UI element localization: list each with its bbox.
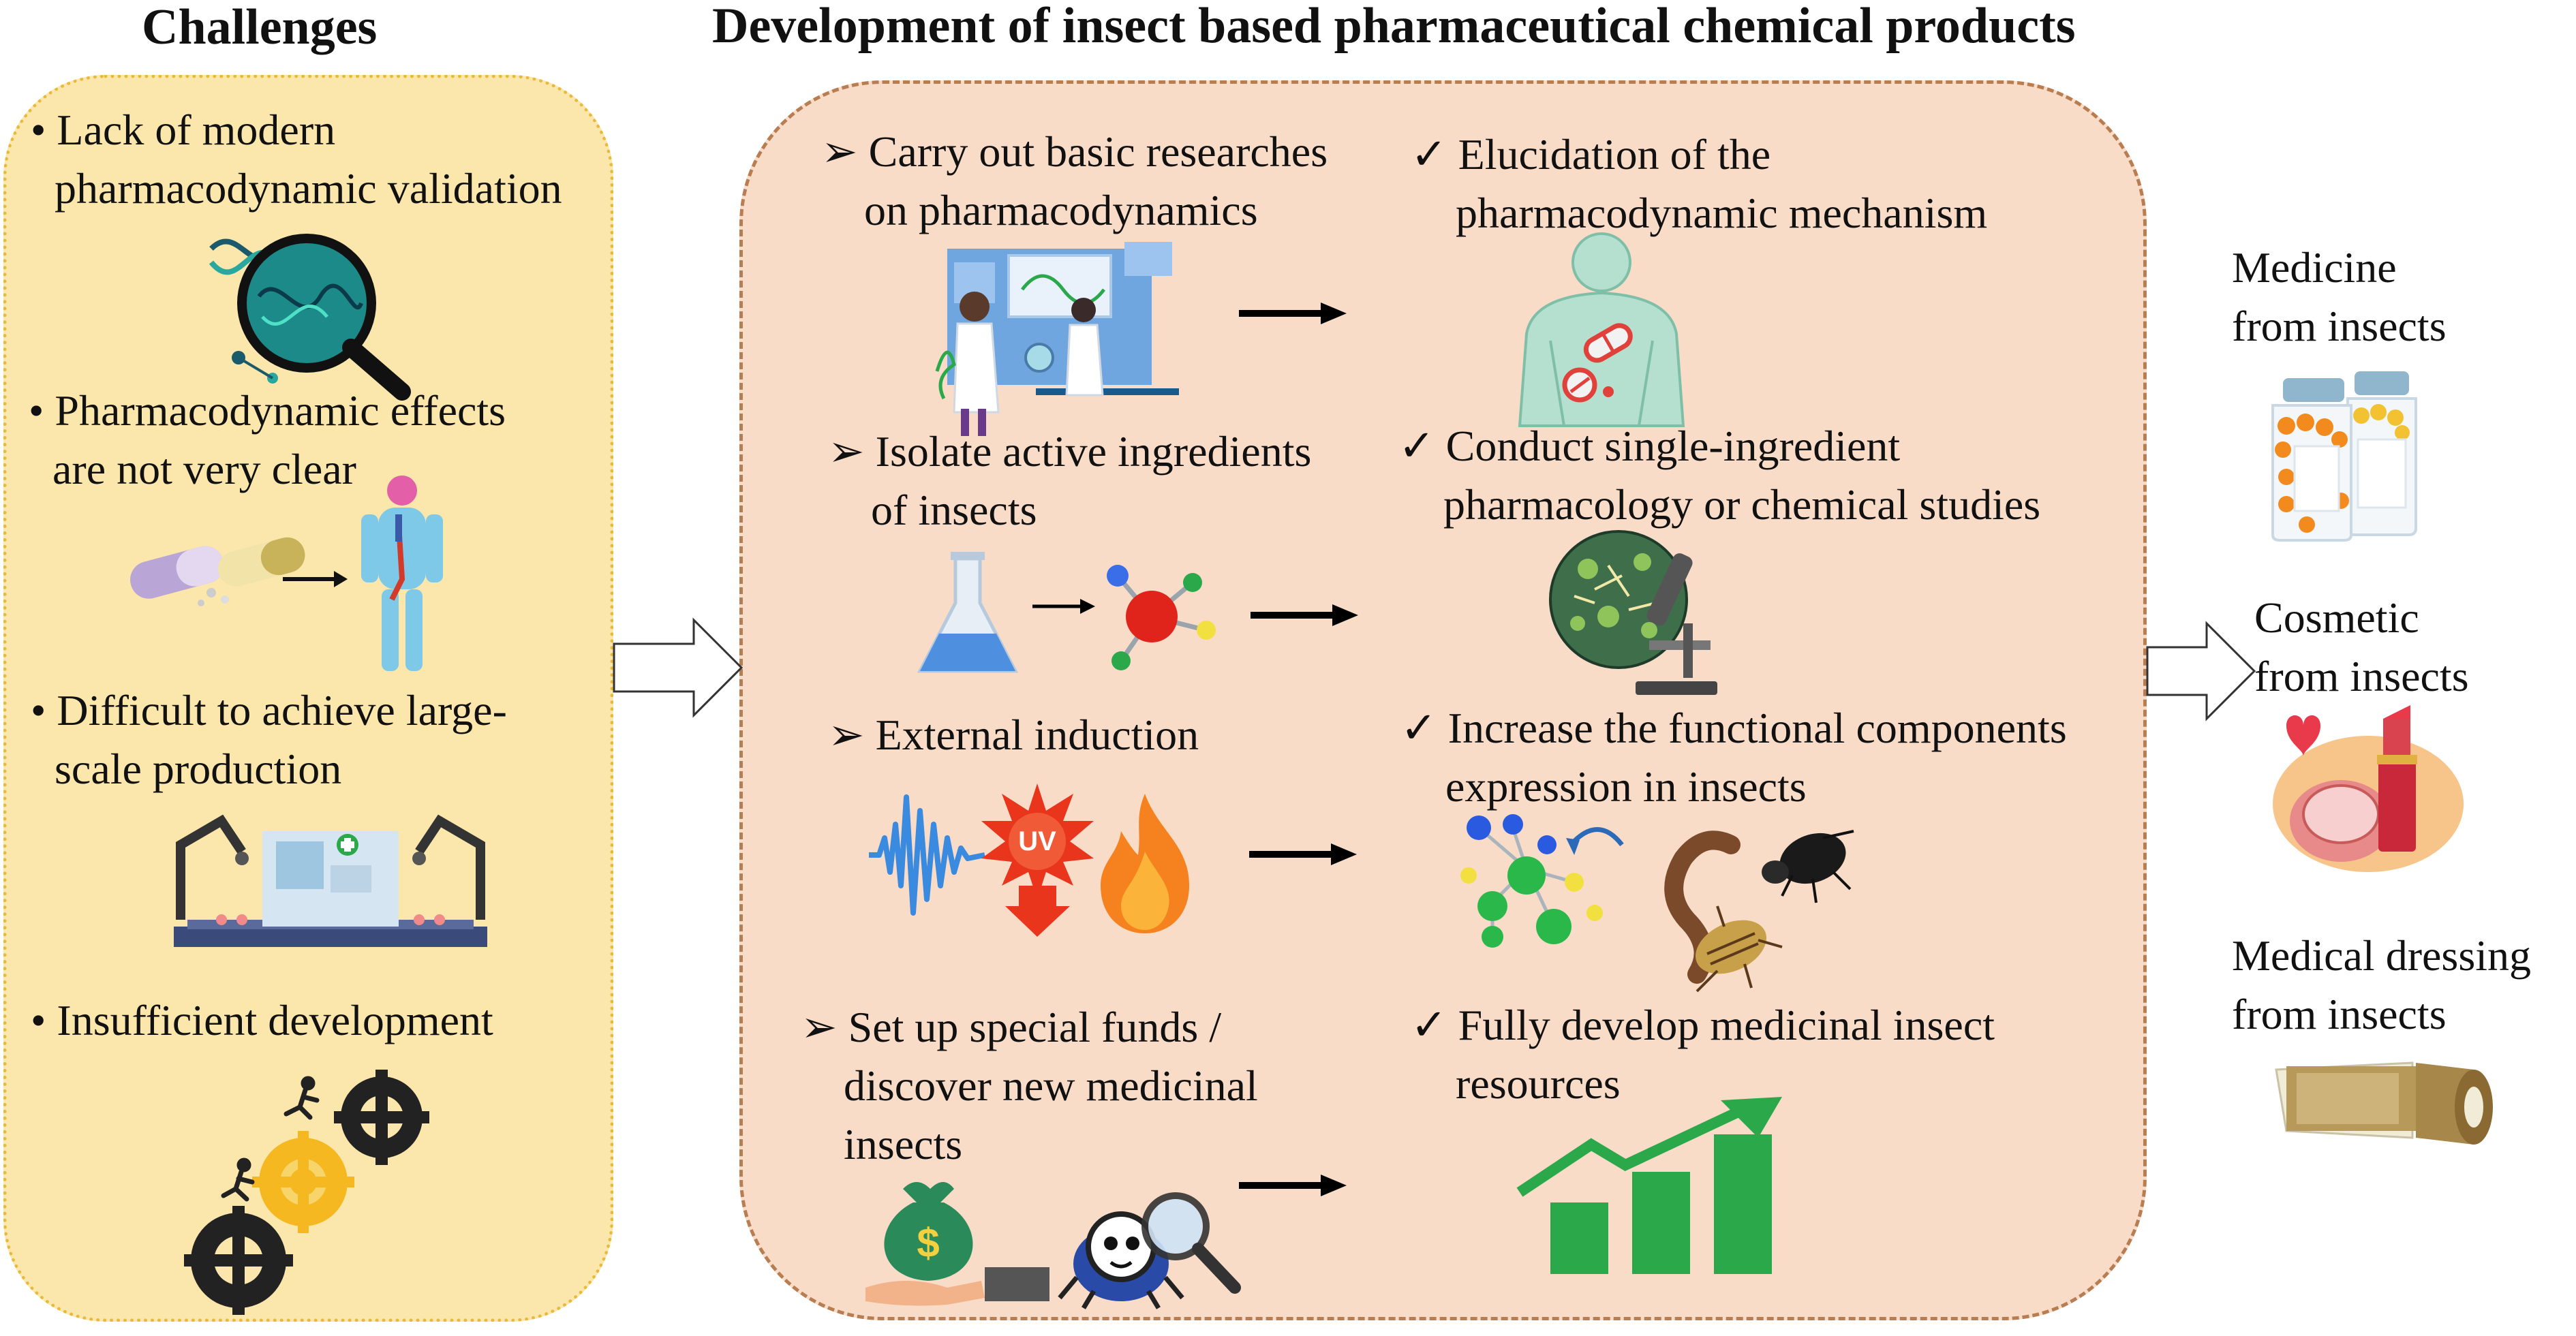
- bandage-icon: [2275, 1061, 2493, 1145]
- hollow-arrow-right-icon: [2146, 621, 2256, 721]
- challenge-line: Difficult to achieve large-: [57, 686, 507, 734]
- check-icon: ✓: [1411, 130, 1447, 178]
- money-bag-icon: $: [865, 1182, 1049, 1306]
- challenge-line: scale production: [55, 745, 342, 793]
- outcome-line: Increase the functional components: [1447, 704, 2067, 752]
- hollow-arrow-right-icon: [613, 617, 743, 718]
- product-line: Medical dressing: [2232, 931, 2531, 980]
- factory-icon: [174, 814, 487, 947]
- bullet: •: [31, 996, 46, 1044]
- outcome-item-mechanism: ✓ Elucidation of the pharmacodynamic mec…: [1411, 125, 1987, 243]
- uv-icon: UV: [981, 783, 1094, 937]
- challenge-line: are not very clear: [52, 445, 356, 493]
- bug-magnifier-icon: [1058, 1192, 1241, 1309]
- strategy-item-isolate: ➢ Isolate active ingredients of insects: [828, 422, 1311, 540]
- check-icon: ✓: [1400, 704, 1437, 752]
- outcome-line: Conduct single-ingredient: [1445, 422, 1901, 470]
- arrow-bullet-icon: ➢: [821, 127, 858, 176]
- strategy-line: on pharmacodynamics: [864, 186, 1258, 234]
- challenges-title: Challenges: [142, 0, 378, 55]
- strategy-line: Carry out basic researches: [868, 127, 1328, 176]
- arrow-bullet-icon: ➢: [828, 427, 865, 476]
- body-organs-icon: [1518, 232, 1685, 427]
- development-title: Development of insect based pharmaceutic…: [712, 0, 2076, 54]
- strategy-item-research: ➢ Carry out basic researches on pharmaco…: [821, 123, 1328, 240]
- svg-text:$: $: [917, 1220, 939, 1266]
- check-icon: ✓: [1398, 422, 1435, 470]
- bullet: •: [29, 386, 44, 435]
- outcome-line: Fully develop medicinal insect: [1458, 1001, 1995, 1049]
- bullet: •: [31, 106, 46, 154]
- sound-wave-icon: [869, 794, 985, 916]
- cosmetics-icon: [2273, 705, 2464, 872]
- molecule-cluster-icon: [1460, 814, 1624, 948]
- outcome-line: expression in insects: [1445, 762, 1807, 811]
- outcome-item-resources: ✓ Fully develop medicinal insect resourc…: [1411, 996, 1995, 1113]
- product-dressing-label: Medical dressing from insects: [2232, 927, 2531, 1044]
- product-line: Cosmetic: [2254, 593, 2419, 642]
- strategy-item-induction: ➢ External induction: [828, 706, 1199, 764]
- gears-runners-icon: [184, 1070, 429, 1315]
- product-line: Medicine: [2232, 243, 2397, 292]
- flow-arrow-icon: [1239, 302, 1347, 324]
- strategy-item-funds: ➢ Set up special funds / discover new me…: [801, 998, 1258, 1174]
- growth-chart-icon: [1516, 1097, 1782, 1274]
- uv-label: UV: [1018, 826, 1056, 856]
- strategy-line: Set up special funds /: [848, 1003, 1222, 1051]
- microscope-cells-icon: [1549, 530, 1717, 695]
- outcome-line: pharmacodynamic mechanism: [1456, 189, 1988, 237]
- outcome-line: resources: [1456, 1059, 1621, 1108]
- small-arrow-icon: [1032, 599, 1095, 614]
- arrow-bullet-icon: ➢: [801, 1003, 838, 1051]
- challenge-item-validation: • Lack of modern pharmacodynamic validat…: [31, 101, 562, 218]
- outcome-item-single-ingredient: ✓ Conduct single-ingredient pharmacology…: [1398, 417, 2040, 534]
- strategy-line: Isolate active ingredients: [875, 427, 1312, 476]
- insects-icon: [1664, 830, 1854, 993]
- bullet: •: [31, 686, 46, 734]
- outcome-line: pharmacology or chemical studies: [1443, 480, 2041, 529]
- challenge-line: Lack of modern: [57, 106, 336, 154]
- strategy-line: insects: [844, 1120, 963, 1168]
- challenge-item-effects: • Pharmacodynamic effects are not very c…: [29, 382, 506, 499]
- strategy-line: discover new medicinal: [844, 1061, 1258, 1110]
- strategy-line: External induction: [875, 711, 1199, 759]
- product-line: from insects: [2232, 302, 2447, 350]
- product-line: from insects: [2232, 990, 2447, 1038]
- flow-arrow-icon: [1251, 604, 1358, 626]
- dna-magnifier-icon: [209, 234, 411, 401]
- arrow-bullet-icon: ➢: [828, 711, 865, 759]
- product-cosmetic-label: Cosmetic from insects: [2254, 589, 2469, 706]
- outcome-item-expression: ✓ Increase the functional components exp…: [1400, 699, 2067, 816]
- check-icon: ✓: [1411, 1001, 1447, 1049]
- pills-to-body-icon: [130, 476, 443, 671]
- flask-icon: [917, 552, 1019, 673]
- challenge-line: Insufficient development: [57, 996, 493, 1044]
- product-medicine-label: Medicine from insects: [2232, 238, 2447, 356]
- scientists-lab-icon: [935, 242, 1179, 436]
- product-line: from insects: [2254, 652, 2469, 700]
- medicine-bottles-icon: [2271, 371, 2417, 542]
- challenge-line: pharmacodynamic validation: [55, 164, 562, 213]
- challenge-line: Pharmacodynamic effects: [55, 386, 506, 435]
- fire-icon: [1101, 794, 1189, 933]
- strategy-line: of insects: [871, 486, 1037, 534]
- challenge-item-production: • Difficult to achieve large- scale prod…: [31, 681, 507, 798]
- outcome-line: Elucidation of the: [1458, 130, 1771, 178]
- molecule-icon: [1107, 565, 1216, 670]
- flow-arrow-icon: [1239, 1175, 1347, 1196]
- flow-arrow-icon: [1249, 843, 1357, 865]
- challenge-item-development: • Insufficient development: [31, 991, 493, 1050]
